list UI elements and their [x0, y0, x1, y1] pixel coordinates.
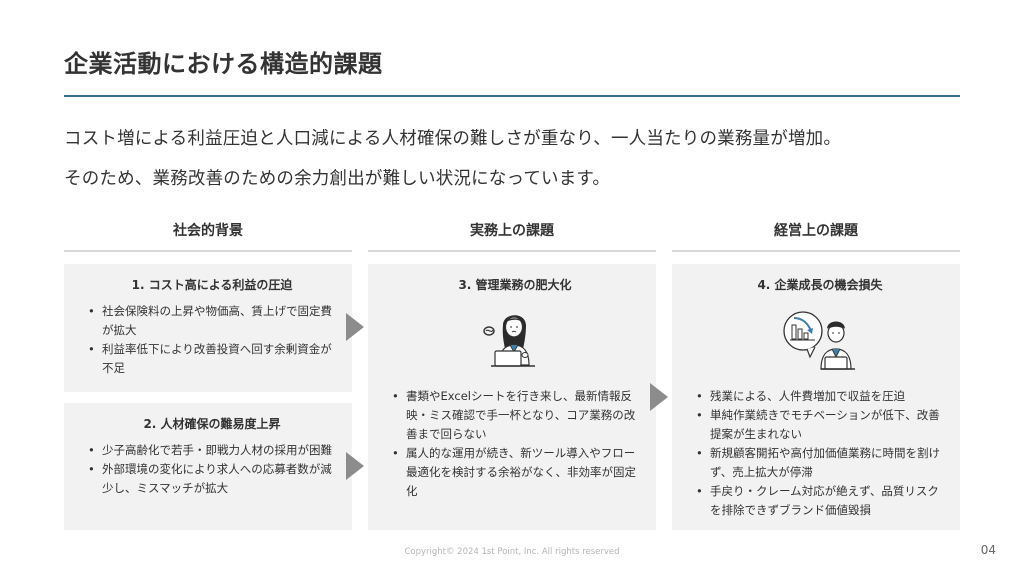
declining-chart-worker-icon — [783, 311, 855, 370]
flow-arrow-icon — [346, 452, 364, 480]
column-divider — [672, 250, 960, 252]
card-hiring-difficulty: 2. 人材確保の難易度上昇 少子高齢化で若手・即戦力人材の採用が困難 外部環境の… — [64, 403, 352, 530]
card-points: 残業による、人件費増加で収益を圧迫 単純作業続きでモチベーションが低下、改善提案… — [696, 387, 944, 520]
page-number: 04 — [980, 543, 996, 557]
card-title: 3. 管理業務の肥大化 — [458, 278, 572, 292]
card-points: 社会保険料の上昇や物価高、賃上げで固定費が拡大 利益率低下により改善投資へ回す余… — [88, 302, 336, 378]
column-divider — [368, 250, 656, 252]
lead-line-2: そのため、業務改善のための余力創出が難しい状況になっています。 — [64, 169, 611, 189]
list-item: 新規顧客開拓や高付加価値業務に時間を割けず、売上拡大が停滞 — [696, 444, 944, 482]
card-growth-loss: 4. 企業成長の機会損失 残業による、人件費増加で収益を圧迫 単純作業続きでモチ… — [672, 264, 960, 530]
card-points: 書類やExcelシートを行き来し、最新情報反映・ミス確認で手一杯となり、コア業務… — [392, 387, 638, 501]
card-title: 1. コスト高による利益の圧迫 — [131, 278, 293, 292]
column-header-social: 社会的背景 — [173, 223, 243, 239]
list-item: 社会保険料の上昇や物価高、賃上げで固定費が拡大 — [88, 302, 336, 340]
card-admin-bloat: 3. 管理業務の肥大化 書類やExcelシートを行き来し、最新情報反映・ミス確認… — [368, 264, 656, 530]
card-cost-pressure: 1. コスト高による利益の圧迫 社会保険料の上昇や物価高、賃上げで固定費が拡大 … — [64, 264, 352, 392]
lead-line-1: コスト増による利益圧迫と人口減による人材確保の難しさが重なり、一人当たりの業務量… — [64, 129, 842, 149]
card-points: 少子高齢化で若手・即戦力人材の採用が困難 外部環境の変化により求人への応募者数が… — [88, 441, 336, 498]
flow-arrow-icon — [346, 313, 364, 341]
card-title: 4. 企業成長の機会損失 — [757, 278, 883, 292]
list-item: 利益率低下により改善投資へ回す余剰資金が不足 — [88, 340, 336, 378]
column-divider — [64, 250, 352, 252]
list-item: 書類やExcelシートを行き来し、最新情報反映・ミス確認で手一杯となり、コア業務… — [392, 387, 638, 444]
column-header-practical: 実務上の課題 — [470, 223, 554, 239]
list-item: 外部環境の変化により求人への応募者数が減少し、ミスマッチが拡大 — [88, 460, 336, 498]
copyright-footer: Copyright© 2024 1st Point, Inc. All righ… — [404, 547, 620, 557]
list-item: 手戻り・クレーム対応が絶えず、品質リスクを排除できずブランド価値毀損 — [696, 482, 944, 520]
page-title: 企業活動における構造的課題 — [64, 50, 383, 78]
column-header-management: 経営上の課題 — [774, 223, 858, 239]
list-item: 属人的な運用が続き、新ツール導入やフロー最適化を検討する余裕がなく、非効率が固定… — [392, 444, 638, 501]
list-item: 単純作業続きでモチベーションが低下、改善提案が生まれない — [696, 406, 944, 444]
stressed-worker-icon — [483, 315, 535, 367]
title-divider — [64, 95, 960, 97]
list-item: 少子高齢化で若手・即戦力人材の採用が困難 — [88, 441, 336, 460]
list-item: 残業による、人件費増加で収益を圧迫 — [696, 387, 944, 406]
card-title: 2. 人材確保の難易度上昇 — [143, 417, 281, 431]
flow-arrow-icon — [650, 383, 668, 411]
